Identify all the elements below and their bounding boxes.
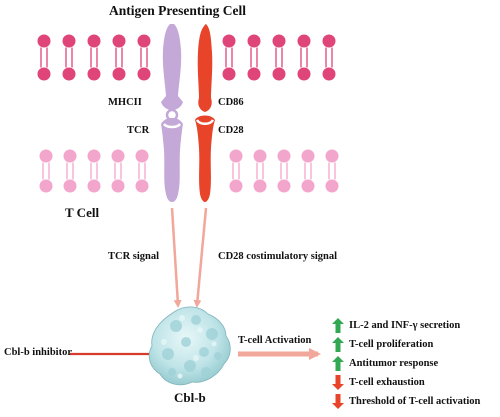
lipid-head bbox=[39, 149, 53, 163]
inhibitor-label: Cbl-b inhibitor bbox=[4, 347, 72, 358]
lipid-head bbox=[229, 149, 243, 163]
up-arrow-icon bbox=[332, 355, 344, 371]
lipid-head bbox=[277, 149, 291, 163]
lipid-head bbox=[325, 149, 339, 163]
lipid-head bbox=[297, 34, 311, 48]
cd86-molecule bbox=[197, 24, 213, 112]
activation-label: T-cell Activation bbox=[238, 335, 312, 346]
cd28-signal-arrow bbox=[193, 207, 208, 308]
lipid-head bbox=[322, 34, 336, 48]
outcome-item: T-cell exhaustion bbox=[332, 374, 425, 390]
lipid-head bbox=[87, 179, 101, 193]
down-arrow-icon bbox=[332, 374, 344, 390]
lipid-head bbox=[301, 179, 315, 193]
lipid-head bbox=[62, 67, 76, 81]
up-arrow-icon bbox=[332, 336, 344, 352]
lipid-head bbox=[63, 149, 77, 163]
outcome-item: IL-2 and INF-γ secretion bbox=[332, 317, 460, 333]
outcome-item: Antitumor response bbox=[332, 355, 438, 371]
lipid-head bbox=[247, 34, 261, 48]
lipid-head bbox=[222, 34, 236, 48]
lipid-head bbox=[297, 67, 311, 81]
lipid-head bbox=[111, 179, 125, 193]
cd86-cd28-complex bbox=[195, 24, 215, 202]
apc-label: Antigen Presenting Cell bbox=[109, 3, 246, 18]
lipid-head bbox=[301, 149, 315, 163]
lipid-head bbox=[112, 34, 126, 48]
tcr-signal-arrow bbox=[170, 207, 182, 308]
apc-membrane bbox=[37, 34, 336, 81]
lipid-head bbox=[322, 67, 336, 81]
outcome-text: T-cell exhaustion bbox=[349, 376, 425, 388]
lipid-head bbox=[253, 149, 267, 163]
lipid-head bbox=[111, 149, 125, 163]
lipid-head bbox=[277, 179, 291, 193]
outcome-item: Threshold of T-cell activation bbox=[332, 393, 480, 409]
tcr-label: TCR bbox=[127, 125, 150, 136]
lipid-head bbox=[37, 34, 51, 48]
lipid-head bbox=[247, 67, 261, 81]
outcome-text: Antitumor response bbox=[349, 357, 439, 369]
lipid-head bbox=[272, 67, 286, 81]
tcr-molecule bbox=[161, 118, 183, 202]
mhcii-label: MHCII bbox=[108, 97, 142, 108]
lipid-head bbox=[63, 179, 77, 193]
up-arrow-icon bbox=[332, 317, 344, 333]
lipid-head bbox=[253, 179, 267, 193]
lipid-head bbox=[229, 179, 243, 193]
lipid-head bbox=[325, 179, 339, 193]
mhcii-tcr-complex bbox=[161, 24, 183, 202]
tcell-membrane bbox=[39, 149, 339, 193]
outcome-text: IL-2 and INF-γ secretion bbox=[349, 319, 461, 331]
tcr-signal-label: TCR signal bbox=[108, 251, 160, 262]
mhcii-molecule bbox=[161, 24, 183, 110]
lipid-head bbox=[87, 149, 101, 163]
outcome-item: T-cell proliferation bbox=[332, 336, 433, 352]
lipid-head bbox=[135, 179, 149, 193]
lipid-head bbox=[137, 67, 151, 81]
cblb-label: Cbl-b bbox=[174, 390, 206, 405]
lipid-head bbox=[222, 67, 236, 81]
cblb-protein bbox=[148, 306, 231, 386]
lipid-head bbox=[39, 179, 53, 193]
lipid-head bbox=[37, 67, 51, 81]
inhibition-symbol bbox=[70, 345, 156, 363]
cd28-molecule bbox=[195, 115, 215, 202]
lipid-head bbox=[135, 149, 149, 163]
outcome-text: Threshold of T-cell activation bbox=[349, 395, 481, 407]
lipid-head bbox=[87, 67, 101, 81]
lipid-head bbox=[87, 34, 101, 48]
outcome-text: T-cell proliferation bbox=[349, 338, 434, 350]
cd28-label: CD28 bbox=[218, 125, 244, 136]
lipid-head bbox=[272, 34, 286, 48]
lipid-head bbox=[62, 34, 76, 48]
cd86-label: CD86 bbox=[218, 97, 244, 108]
lipid-head bbox=[137, 34, 151, 48]
cd28-signal-label: CD28 costimulatory signal bbox=[218, 251, 337, 262]
lipid-head bbox=[112, 67, 126, 81]
down-arrow-icon bbox=[332, 393, 344, 409]
tcell-label: T Cell bbox=[65, 205, 100, 220]
